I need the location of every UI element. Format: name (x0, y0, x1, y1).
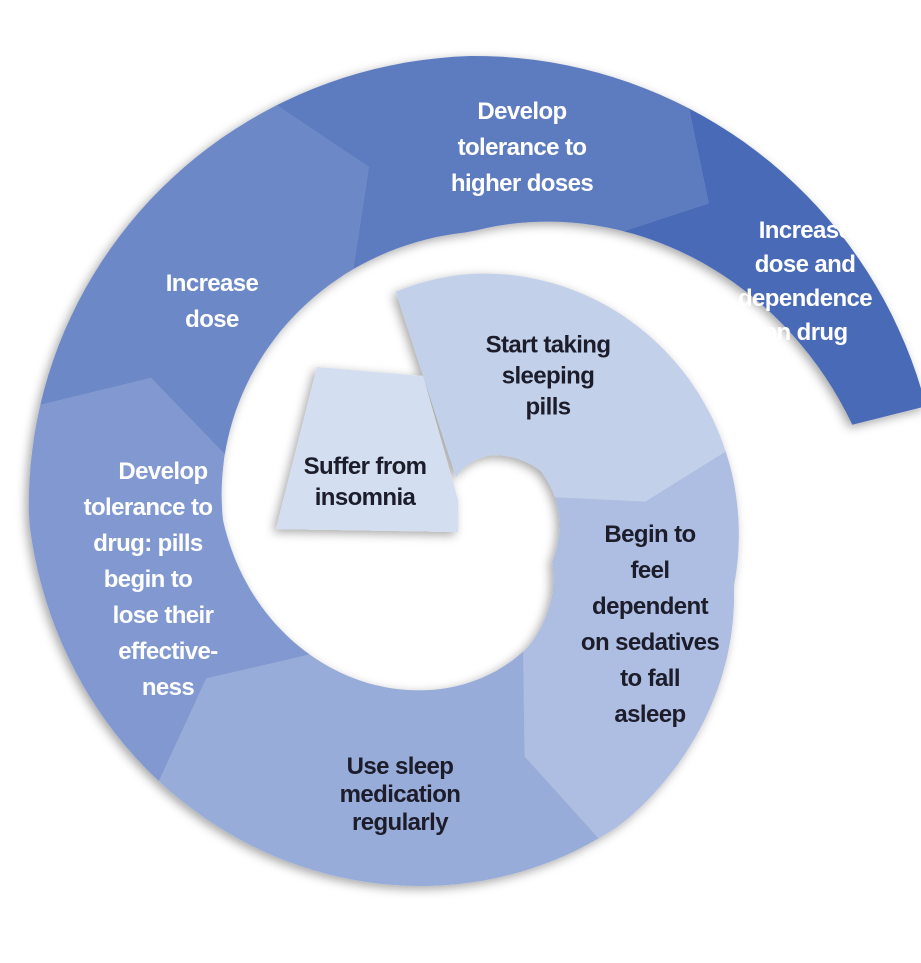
segment-increase-dose-and-dependence (623, 108, 921, 425)
segment-use-sleep-medication (158, 651, 599, 886)
segment-suffer-from-insomnia (276, 367, 458, 532)
step-increase-dose: Increase dose (166, 266, 259, 338)
step-label-line: dose and (754, 251, 856, 278)
step-label-line: drug: pills (93, 530, 203, 557)
step-label-line: tolerance to (83, 494, 213, 521)
step-label-line: Develop (118, 458, 208, 485)
step-label-line: tolerance to (457, 134, 587, 161)
segment-increase-dose (40, 105, 369, 455)
step-label-line: dependent (592, 593, 709, 620)
step-label-line: dependence (737, 285, 873, 312)
segment-begin-to-feel-dependent (523, 451, 739, 839)
step-label-line: Increase (165, 270, 259, 297)
step-increase-dose-and-dependence: Increase dose and dependence on drug (737, 214, 873, 350)
step-label-line: dose (185, 306, 239, 333)
step-label-line: insomnia (314, 484, 416, 511)
step-label-line: on drug (762, 319, 848, 346)
segment-develop-tolerance-higher-doses (276, 56, 709, 270)
step-label-line: pills (525, 393, 571, 421)
step-label-line: begin to (103, 566, 193, 593)
step-label-line: asleep (614, 701, 686, 728)
step-label-line: Begin to (604, 521, 696, 548)
step-label-line: Start taking (485, 331, 611, 359)
step-label-line: effective- (118, 638, 218, 665)
step-suffer-from-insomnia: Suffer from insomnia (304, 451, 427, 513)
step-label-line: Develop (477, 98, 567, 125)
step-label-line: Suffer from (303, 453, 427, 480)
step-label-line: ness (141, 674, 195, 701)
segment-start-taking-pills (395, 273, 726, 502)
step-label-line: Use sleep (346, 753, 454, 780)
step-label-line: medication (339, 781, 461, 808)
step-label-line: lose their (112, 602, 214, 629)
step-label-line: feel (630, 557, 671, 584)
step-label-line: on sedatives (580, 629, 720, 656)
segment-develop-tolerance-to-drug (28, 377, 310, 782)
step-label-line: higher doses (450, 170, 594, 197)
step-start-taking-pills: Start taking sleeping pills (486, 330, 611, 423)
step-label-line: Increase (758, 217, 852, 244)
step-label-line: to fall (620, 665, 680, 692)
step-develop-tolerance-higher-doses: Develop tolerance to higher doses (450, 94, 594, 202)
step-label-line: regularly (352, 809, 449, 836)
step-label-line: sleeping (501, 362, 595, 390)
step-develop-tolerance-to-drug: Develop tolerance to drug: pills begin t… (78, 454, 219, 706)
step-begin-to-feel-dependent: Begin to feel dependent on sedatives to … (580, 517, 720, 733)
step-use-sleep-medication: Use sleep medication regularly (340, 753, 461, 837)
